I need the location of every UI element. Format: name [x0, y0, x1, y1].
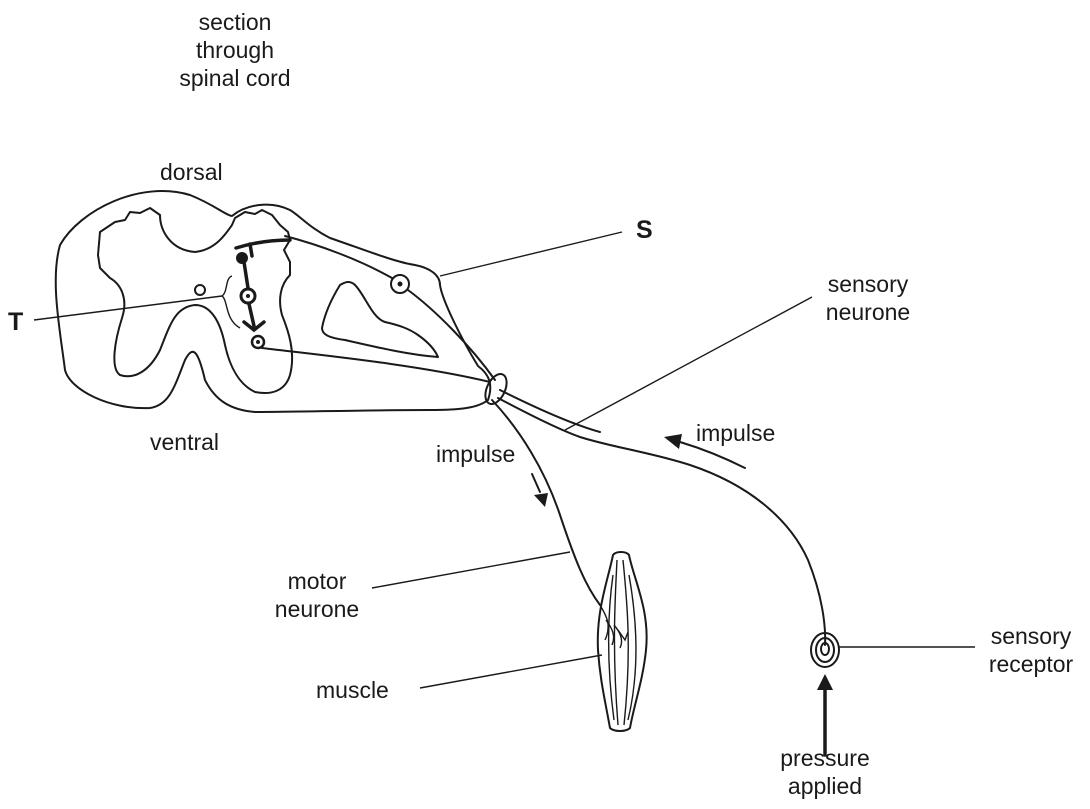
label-impulse-sensory: impulse — [696, 419, 775, 447]
motor-neurone — [492, 400, 600, 605]
leader-t — [34, 296, 222, 320]
label-pressure-applied: pressure applied — [768, 744, 882, 800]
spinal-cord-outline — [56, 191, 491, 412]
sensory-receptor-shape — [811, 633, 839, 667]
label-section-title: section through spinal cord — [165, 8, 305, 92]
leader-sensory-neurone — [565, 297, 812, 430]
pressure-arrow-head — [817, 674, 833, 690]
muscle-shape — [598, 552, 647, 731]
label-muscle: muscle — [316, 676, 389, 704]
ganglion-inner — [322, 282, 438, 357]
grey-matter-outline — [98, 208, 292, 393]
relay-neurone — [236, 240, 290, 248]
label-t: T — [8, 308, 23, 336]
leader-muscle — [420, 655, 602, 688]
label-s: S — [636, 216, 653, 244]
label-sensory-neurone: sensory neurone — [812, 270, 924, 326]
leader-s — [440, 232, 622, 276]
label-dorsal: dorsal — [160, 158, 223, 186]
label-impulse-motor: impulse — [436, 440, 515, 468]
label-sensory-receptor: sensory receptor — [975, 622, 1087, 678]
central-canal — [195, 285, 205, 295]
label-motor-neurone: motor neurone — [262, 567, 372, 623]
sensory-neurone — [498, 398, 825, 645]
leader-motor-neurone — [372, 552, 570, 588]
label-ventral: ventral — [150, 428, 219, 456]
impulse-arrow-motor — [534, 493, 548, 507]
